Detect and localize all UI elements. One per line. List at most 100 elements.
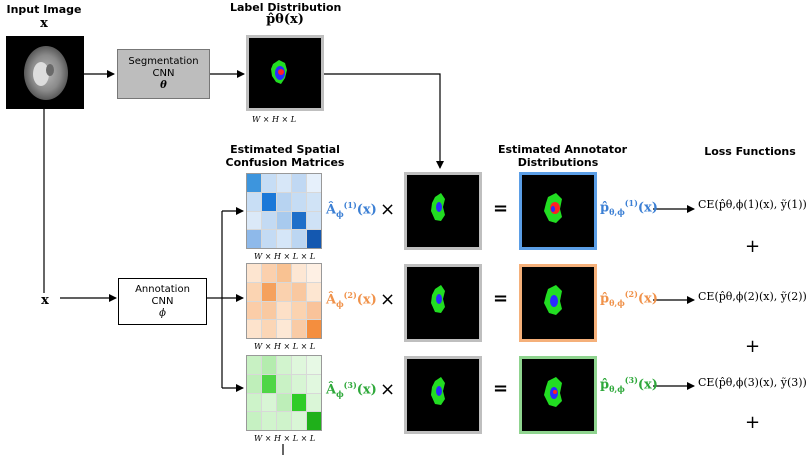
annotator-dist-image-1 [519,172,597,250]
cm2-cell [277,320,291,338]
cm2-cell [277,264,291,282]
label-copy-image-2 [404,264,482,342]
header-label-distribution: Label Distribution [230,1,342,14]
cm3-cell [307,393,321,412]
cm2-cell [292,264,306,282]
header-input-image: Input Image [6,3,82,16]
p-hat-1-label: p̂θ,ϕ(1)(x) [600,198,658,217]
cm1-cell [247,230,261,248]
equals-operator-3: = [493,378,509,399]
label-copy-image-1 [404,172,482,250]
loss-2: CE(p̂θ,ϕ(2)(x), ỹ(2)) [698,290,807,303]
confusion-matrix-2 [246,263,322,339]
cm1-cell [262,192,276,211]
ann-cnn-phi: ϕ [159,307,166,319]
cm3-cell [292,393,306,412]
cm1-cell [307,174,321,192]
annotation-cnn-box: Annotation CNN ϕ [118,278,207,325]
cm3-cell [307,356,321,374]
cm2-cell [292,301,306,320]
annotator-dist-image-3 [519,356,597,434]
cm3-cell [247,412,261,430]
header-annotator-line1: Estimated Annotator [498,143,628,156]
arrow-input-to-ann [43,109,117,302]
cm2-cell [277,301,291,320]
brain-mri-graphic [24,46,68,100]
annotator-mask-graphic-3 [544,377,562,407]
cm3-cell [277,393,291,412]
header-loss-functions: Loss Functions [704,145,796,158]
cm2-cell [307,264,321,282]
cm3-cell [307,374,321,393]
cm3-dims: W × H × L × L [254,434,316,443]
cm1-cell [247,174,261,192]
cm1-cell [292,192,306,211]
cm1-dims: W × H × L × L [254,252,316,261]
mask-graphic-2 [431,285,445,313]
input-mri-image [6,36,84,109]
equals-operator-1: = [493,198,509,219]
input-symbol-x: x [30,293,60,308]
cm1-cell [262,174,276,192]
plus-operator-1: + [745,236,761,257]
cm3-cell [262,393,276,412]
cm2-cell [262,320,276,338]
header-confusion-line2: Confusion Matrices [225,156,345,169]
a-hat-2-label: Âϕ(2)(x) [326,290,377,309]
cm1-cell [262,230,276,248]
cm3-cell [277,356,291,374]
cm3-cell [262,412,276,430]
annotator-mask-graphic-2 [544,285,562,315]
seg-cnn-line1: Segmentation [128,56,199,67]
cm2-cell [292,282,306,301]
cm3-cell [307,412,321,430]
cm1-cell [277,174,291,192]
loss-1: CE(p̂θ,ϕ(1)(x), ỹ(1)) [698,198,807,211]
segmentation-cnn-box: Segmentation CNN θ [117,49,210,99]
cm2-cell [262,264,276,282]
cm2-cell [247,264,261,282]
cm3-cell [292,412,306,430]
seg-cnn-theta: θ [160,80,167,91]
cm2-cell [307,301,321,320]
times-operator-2: × [380,289,396,310]
confusion-matrix-3 [246,355,322,431]
cm3-cell [262,356,276,374]
cm1-cell [307,192,321,211]
cm2-dims: W × H × L × L [254,342,316,351]
a-hat-1-label: Âϕ(1)(x) [326,200,377,219]
cm3-cell [292,356,306,374]
annotator-dist-image-2 [519,264,597,342]
label-distribution-image [246,35,324,111]
label-distribution-dims: W × H × L [252,115,297,124]
cm1-cell [277,211,291,230]
cm3-cell [292,374,306,393]
header-confusion-line1: Estimated Spatial [230,143,340,156]
confusion-matrix-1 [246,173,322,249]
cm1-cell [247,192,261,211]
plus-operator-3: + [745,412,761,433]
cm2-cell [277,282,291,301]
header-label-distribution-symbol: p̂θ(x) [266,12,304,27]
mask-graphic-3 [431,377,445,405]
cm1-cell [307,230,321,248]
header-input-symbol: x [40,16,48,31]
cm3-cell [247,374,261,393]
cm1-cell [277,230,291,248]
times-operator-3: × [380,379,396,400]
seg-cnn-line2: CNN [152,68,175,79]
cm2-cell [247,282,261,301]
a-hat-3-label: Âϕ(3)(x) [326,380,377,399]
cm1-cell [292,211,306,230]
label-copy-image-3 [404,356,482,434]
loss-3: CE(p̂θ,ϕ(3)(x), ỹ(3)) [698,376,807,389]
cm3-cell [262,374,276,393]
equals-operator-2: = [493,288,509,309]
annotator-mask-graphic-1 [544,193,562,223]
cm2-cell [307,320,321,338]
cm1-cell [247,211,261,230]
cm3-cell [247,356,261,374]
cm1-cell [292,230,306,248]
cm3-cell [277,374,291,393]
